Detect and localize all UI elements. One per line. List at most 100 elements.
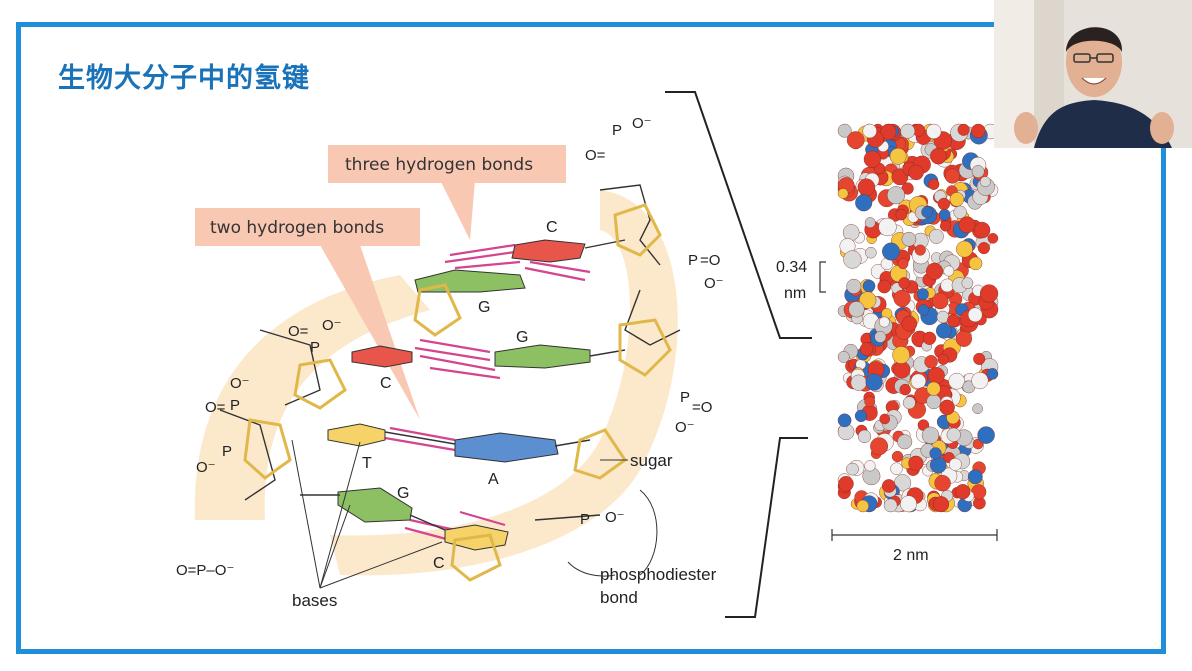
helix-atom (946, 427, 961, 442)
helix-atom (917, 304, 930, 316)
helix-atom (878, 217, 897, 237)
helix-atom (987, 232, 999, 244)
phosphate-left1-p: P (310, 339, 320, 356)
helix-atom (953, 205, 967, 219)
rise-bracket (819, 261, 826, 293)
phosphate-left1-o-minus: O⁻ (322, 317, 342, 334)
helix-atom (979, 284, 999, 303)
helix-atom (859, 342, 874, 356)
helix-atom (850, 374, 867, 391)
helix-atom (967, 469, 983, 485)
phosphate-top-o-minus: O⁻ (632, 115, 652, 132)
helix-atom (971, 165, 985, 178)
helix-atom (933, 496, 950, 513)
base-a (454, 432, 559, 463)
phosphate-left3-p: P (222, 443, 232, 460)
label-bond: bond (600, 588, 638, 607)
helix-atom (877, 279, 892, 294)
helix-atom (895, 208, 907, 221)
helix-atom (882, 242, 900, 261)
bases-pointer-lines (291, 439, 443, 589)
helix-atom (846, 131, 865, 149)
helix-atom (897, 258, 909, 270)
helix-atom (893, 361, 911, 379)
phosphate-bottom-left: O=P–O⁻ (176, 562, 234, 579)
helix-atom (882, 479, 896, 493)
helix-atom (930, 456, 947, 474)
phosphate-bottom-o-minus: O⁻ (605, 509, 625, 526)
helix-atom (883, 498, 898, 513)
helix-atom (854, 409, 868, 423)
helix-atom (864, 460, 876, 472)
helix-atom (859, 291, 877, 309)
helix-atom (957, 123, 970, 136)
helix-atom (926, 394, 942, 410)
base-g-low (337, 487, 413, 523)
presenter (1014, 27, 1174, 148)
phosphate-left2-o-eq: O= (205, 399, 226, 416)
label-base-g-mid: G (516, 329, 528, 346)
sugar-rings (243, 203, 672, 582)
label-base-t: T (362, 455, 372, 472)
helix-atom (865, 246, 877, 259)
helix-atom (838, 476, 854, 492)
helix-atom (936, 310, 950, 324)
phosphate-right1-o-minus: O⁻ (704, 275, 724, 292)
helix-atom (955, 484, 971, 500)
base-g-mid (494, 344, 591, 369)
helix-atom (901, 315, 918, 332)
helix-atom (846, 462, 859, 476)
helix-atom (948, 457, 962, 471)
helix-atom (843, 250, 862, 269)
label-sugar: sugar (630, 451, 673, 470)
helix-atom (900, 123, 916, 139)
phosphate-left2-o-minus: O⁻ (230, 375, 250, 392)
phosphate-top-o-eq: O= (585, 147, 606, 164)
helix-atom (939, 399, 955, 416)
helix-atom (938, 208, 951, 221)
helix-atom (891, 450, 904, 463)
helix-atom (878, 316, 890, 328)
helix-atom (926, 123, 942, 139)
base-t (327, 423, 386, 447)
helix-atom (842, 224, 860, 241)
webcam-overlay (994, 0, 1192, 148)
space-filling-helix (835, 122, 1000, 514)
label-base-c-top: C (546, 219, 558, 236)
helix-atom (908, 164, 924, 181)
phosphate-right2-p: P (680, 389, 690, 406)
helix-atom (948, 372, 966, 390)
helix-atom (971, 372, 989, 390)
helix-atom (968, 256, 983, 271)
helix-atom (958, 216, 976, 234)
label-bases: bases (292, 591, 337, 610)
helix-atom (880, 123, 897, 140)
helix-atom (899, 383, 911, 396)
helix-atom (848, 301, 865, 318)
base-c-mid (351, 345, 413, 368)
right-strand-ribbon (330, 190, 678, 576)
helix-atom (928, 178, 940, 190)
label-rise-value: 0.34 (776, 259, 807, 276)
helix-atom (944, 168, 961, 184)
phosphate-left2-p: P (230, 397, 240, 414)
helix-atom (902, 396, 916, 410)
helix-atom (937, 197, 951, 211)
helix-atom (910, 373, 927, 389)
helix-atom (956, 240, 973, 258)
helix-atom (927, 367, 945, 385)
helix-atom (937, 353, 949, 365)
helix-atom (943, 265, 955, 277)
helix-atom (870, 437, 888, 456)
helix-atom (879, 413, 891, 425)
phosphate-left3-o-minus: O⁻ (196, 459, 216, 476)
helix-atom (889, 147, 907, 165)
helix-atom (874, 330, 887, 343)
helix-atom (967, 307, 983, 323)
helix-atom (892, 346, 910, 364)
helix-atom (893, 289, 911, 307)
helix-atom (862, 123, 877, 139)
helix-atom (863, 150, 881, 168)
helix-atom (890, 462, 903, 475)
